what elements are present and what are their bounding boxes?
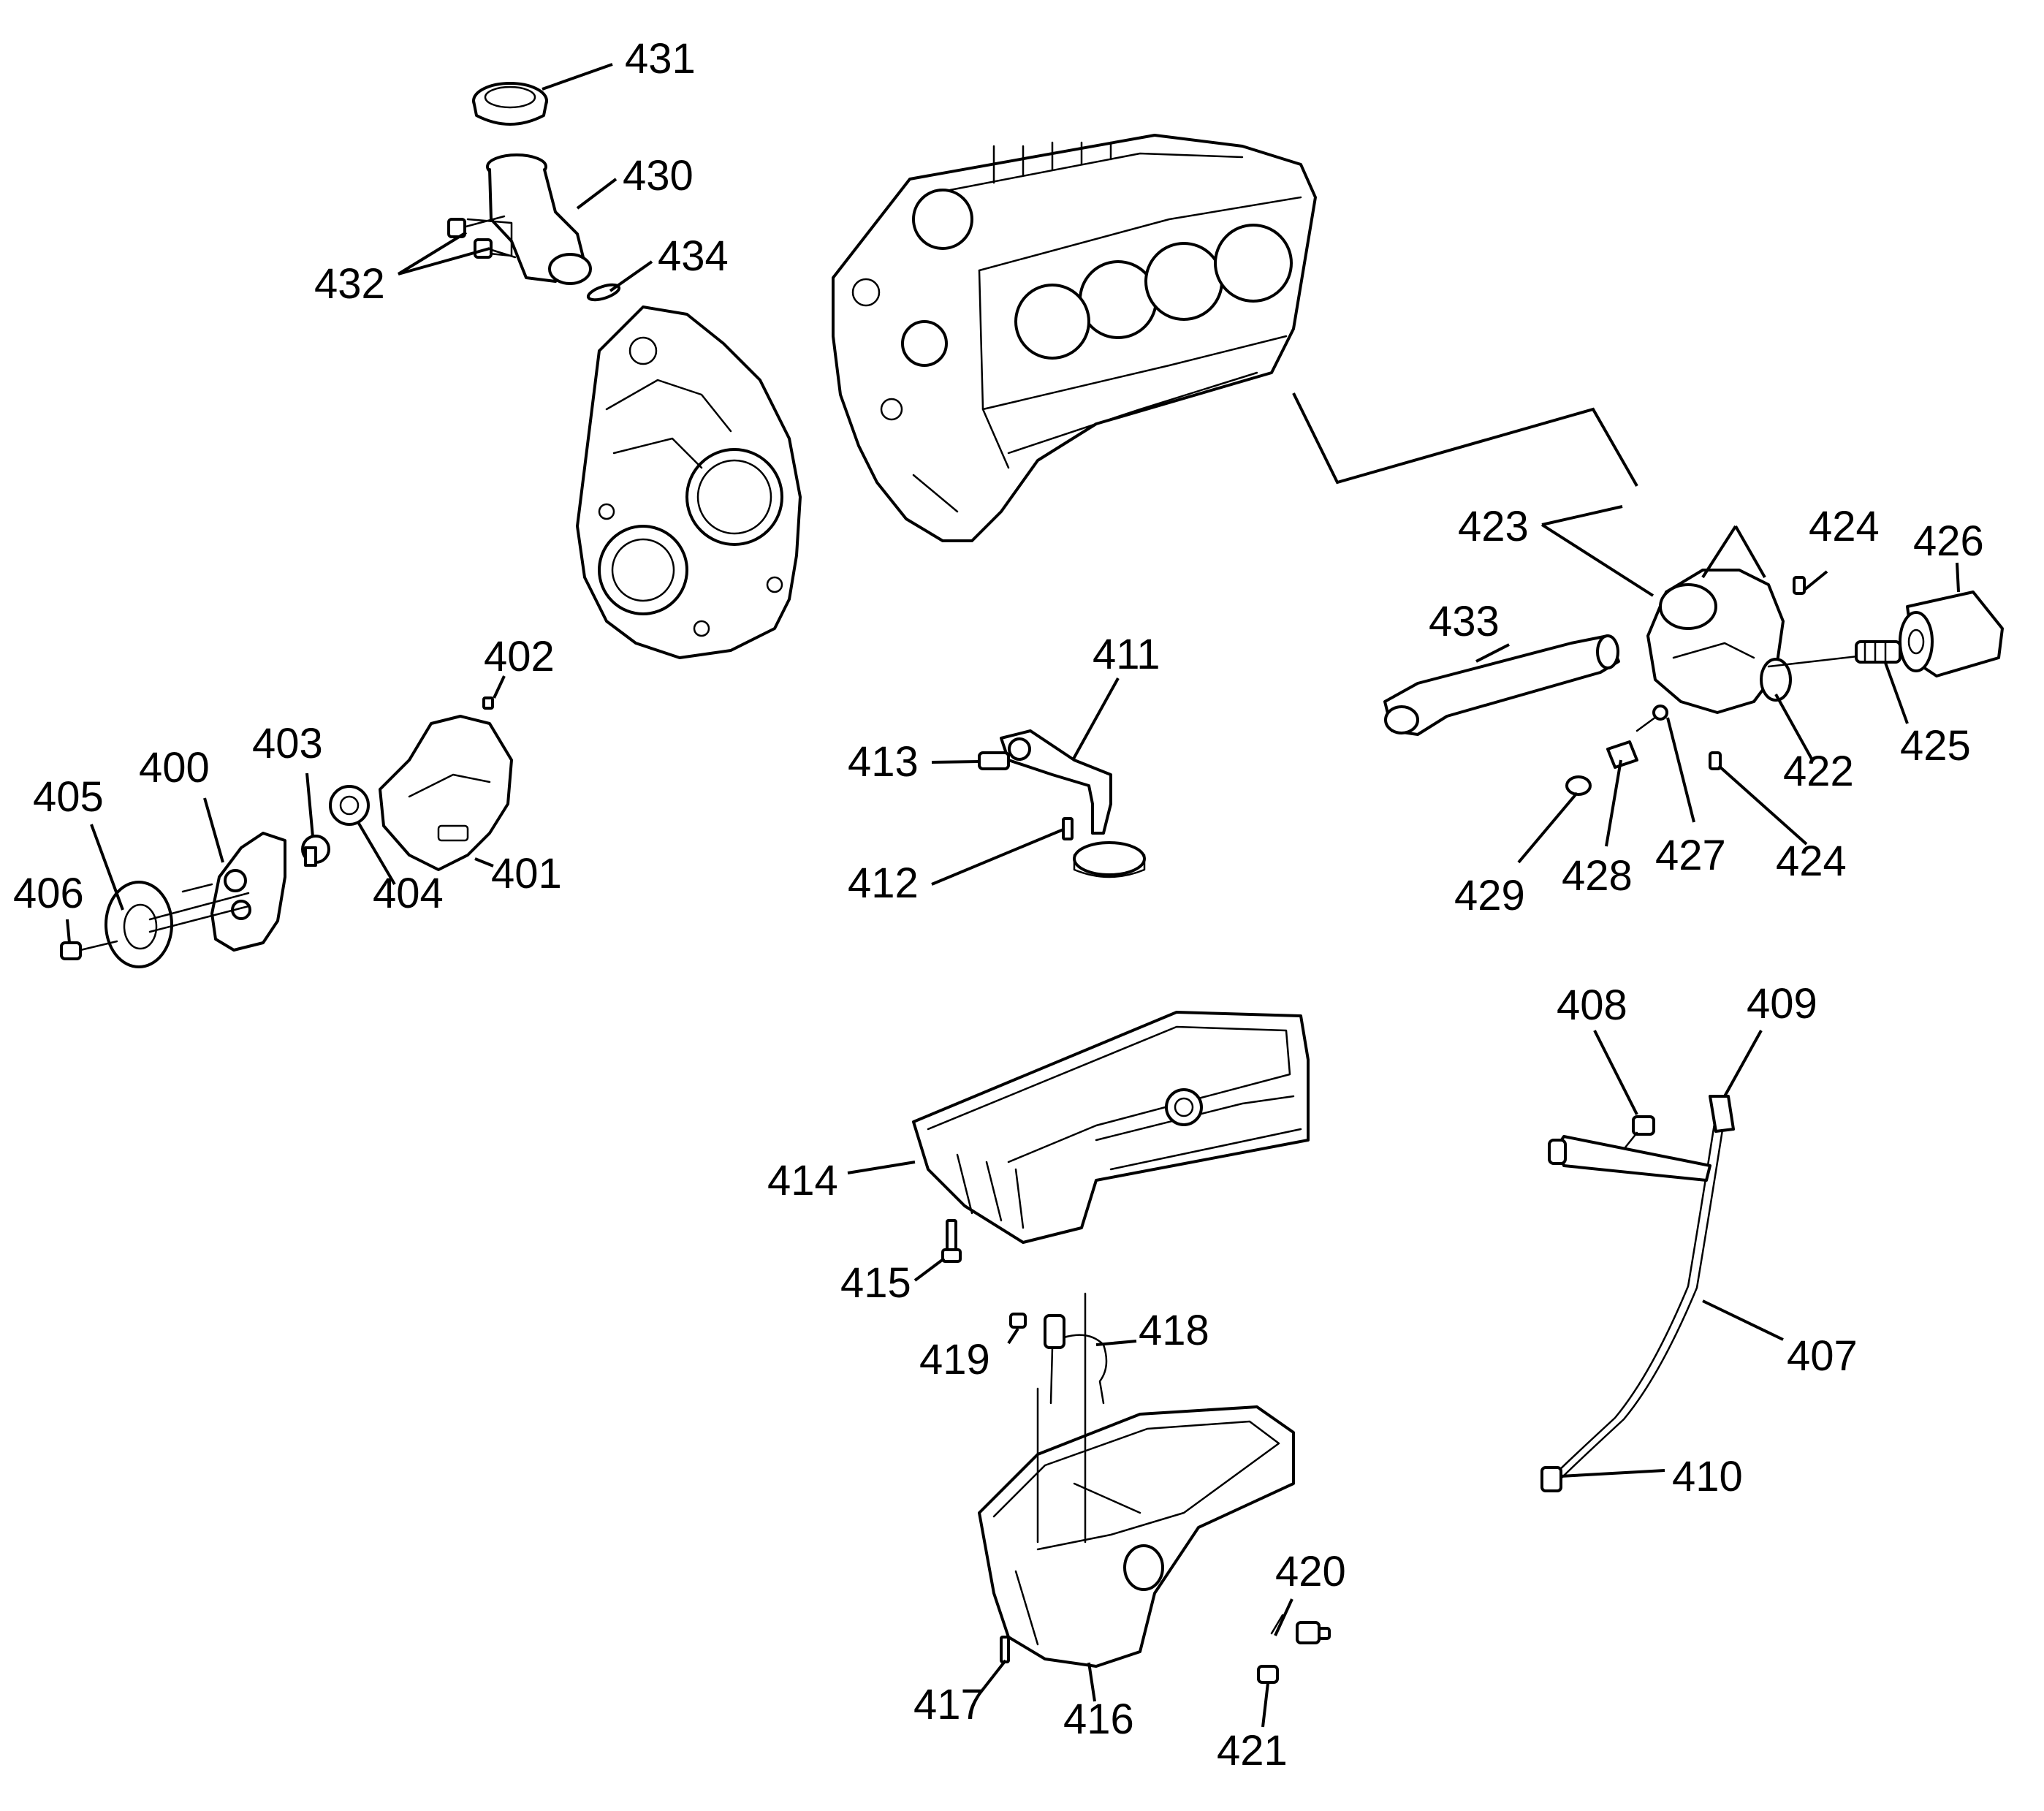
bolt-408 <box>1624 1115 1655 1149</box>
callout-426: 426 <box>1913 517 1984 565</box>
leader-lines <box>66 63 1960 1728</box>
crank-sprocket-405 <box>105 881 250 968</box>
callout-409: 409 <box>1747 980 1817 1028</box>
callout-432: 431 <box>625 35 696 83</box>
upper-oil-pan-414 <box>912 1011 1310 1244</box>
drain-plug-420 <box>1270 1614 1331 1644</box>
gear-shaft-403 <box>301 835 330 867</box>
bolt-415 <box>941 1219 962 1263</box>
bolt-419 <box>1009 1313 1027 1329</box>
callout-408: 408 <box>1557 982 1627 1029</box>
screw-402 <box>482 696 494 710</box>
stud-424-bottom <box>1709 751 1722 770</box>
lower-oil-pan-416 <box>978 1292 1295 1668</box>
engine-front-cover <box>576 305 802 659</box>
callout-418: 418 <box>1139 1307 1209 1354</box>
o-ring-434 <box>586 283 621 302</box>
callout-402: 402 <box>484 633 555 680</box>
oil-pump-body-400 <box>181 832 286 952</box>
oil-filter-adapter-422 <box>1646 569 1792 714</box>
oil-fill-tube-431 <box>466 153 592 285</box>
callout-433: 432 <box>314 260 385 308</box>
oil-pickup-tube-411 <box>1000 729 1146 878</box>
callout-416: 416 <box>1063 1696 1134 1743</box>
callout-403: 403 <box>252 720 323 767</box>
callout-420: 420 <box>1275 1548 1346 1595</box>
spring-425 <box>1767 640 1901 668</box>
nut-406 <box>60 940 118 960</box>
callout-431: 430 <box>623 152 694 200</box>
callout-429: 429 <box>1454 872 1525 919</box>
tube-fitting-410 <box>1540 1466 1562 1492</box>
callout-419: 419 <box>919 1336 990 1383</box>
callout-406: 406 <box>13 870 84 917</box>
callout-425: 425 <box>1900 722 1971 770</box>
callout-407: 407 <box>1787 1332 1858 1380</box>
callout-400: 400 <box>139 744 210 791</box>
callout-424-top: 424 <box>1809 503 1880 550</box>
oil-fill-cap-432 <box>472 82 548 126</box>
callout-labels: 431 430 432 434 402 400 403 404 401 405 … <box>13 35 1984 1774</box>
callout-404: 404 <box>373 870 444 917</box>
callout-423: 423 <box>1458 503 1529 550</box>
oil-pump-cover-401 <box>379 715 513 871</box>
callout-417: 417 <box>913 1681 984 1728</box>
small-gear-404 <box>329 785 370 826</box>
callout-415: 415 <box>840 1259 911 1307</box>
dipstick-tube-407 <box>1548 1113 1726 1479</box>
callout-413: 413 <box>848 738 919 786</box>
callout-434: 434 <box>658 232 729 280</box>
bolt-417 <box>1000 1636 1010 1663</box>
callout-427: 427 <box>1655 832 1726 879</box>
oil-level-sensor-418 <box>1044 1314 1108 1405</box>
callout-428: 428 <box>1562 852 1633 900</box>
callout-422: 422 <box>1783 748 1854 795</box>
oil-filter-426 <box>1899 591 2004 677</box>
spring-428 <box>1606 740 1638 769</box>
stud-424-top <box>1793 576 1806 595</box>
callout-405: 405 <box>33 773 104 821</box>
callout-411: 411 <box>1093 631 1160 678</box>
valve-stem-427 <box>1635 705 1668 732</box>
gasket-413 <box>978 751 1010 770</box>
oil-cooler-pipe-430 <box>1383 634 1620 736</box>
callout-414: 414 <box>767 1157 838 1204</box>
callout-410: 410 <box>1672 1453 1743 1500</box>
callout-421: 421 <box>1217 1727 1288 1774</box>
dipstick-handle-409 <box>1709 1095 1735 1133</box>
callout-412: 412 <box>848 859 919 907</box>
plug-429 <box>1565 775 1592 796</box>
sensor-421 <box>1257 1665 1279 1684</box>
engine-block <box>832 134 1317 542</box>
callout-430: 433 <box>1429 598 1500 645</box>
bolt-412 <box>1062 817 1074 840</box>
callout-424-bottom: 424 <box>1776 838 1847 885</box>
callout-401: 401 <box>491 850 562 897</box>
